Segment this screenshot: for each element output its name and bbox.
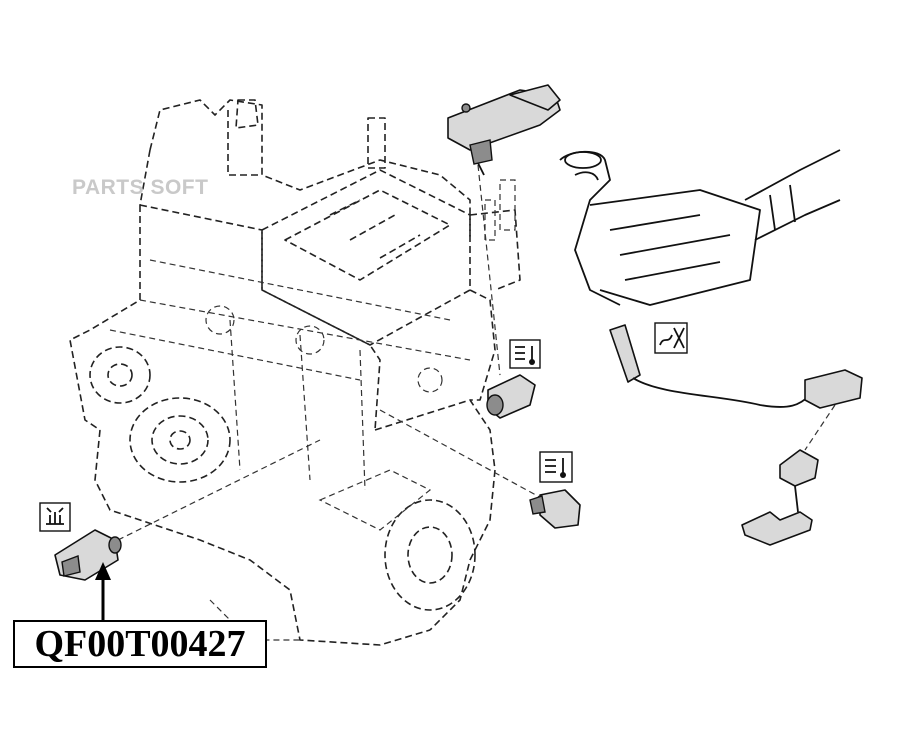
oxygen-sensor-symbol	[654, 322, 688, 354]
watermark: PARTS SOFT	[72, 176, 209, 199]
connector-bracket	[741, 449, 819, 546]
exhaust-system	[559, 149, 841, 306]
pressure-sensor-symbol	[509, 339, 541, 369]
coolant-temp-symbol	[539, 451, 573, 483]
cam-sensor	[486, 374, 536, 419]
coolant-temp-sensor	[529, 489, 581, 529]
knock-sensor-symbol	[39, 502, 71, 532]
oxygen-sensor	[609, 324, 863, 409]
part-arrow	[95, 562, 111, 620]
part-number-label[interactable]: QF00T00427	[13, 620, 267, 668]
map-sensor	[447, 84, 561, 176]
knock-sensor	[54, 529, 122, 581]
engine-block	[69, 99, 521, 646]
leader-lines	[117, 164, 836, 541]
